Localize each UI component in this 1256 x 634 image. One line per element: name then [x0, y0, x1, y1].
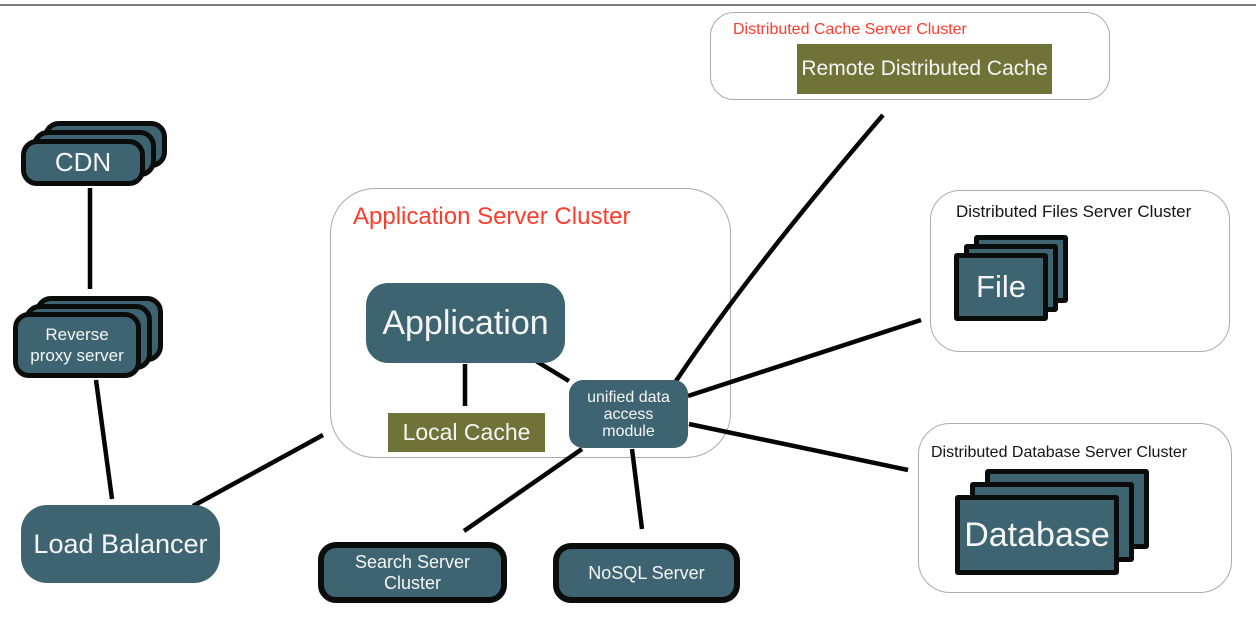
- search-server-cluster-node: Search Server Cluster: [318, 542, 507, 603]
- distributed-files-server-cluster-container: Distributed Files Server Cluster: [930, 190, 1230, 352]
- distributed-files-server-cluster-label: Distributed Files Server Cluster: [956, 202, 1192, 221]
- distributed-cache-server-cluster-label: Distributed Cache Server Cluster: [733, 21, 967, 38]
- load-balancer-node: Load Balancer: [21, 505, 220, 583]
- arrow-module-to-search-cluster: [462, 447, 584, 533]
- reverse-proxy-node: Reverse proxy server: [13, 312, 141, 378]
- cdn-node: CDN: [21, 139, 145, 186]
- file-node: File: [954, 253, 1048, 321]
- unified-data-access-module-node: unified data access module: [569, 380, 688, 448]
- arrow-load-balancer-to-app-cluster: [191, 433, 325, 508]
- remote-distributed-cache-node: Remote Distributed Cache: [797, 44, 1052, 94]
- nosql-server-node: NoSQL Server: [553, 543, 740, 603]
- file-server-stack: File: [954, 235, 1068, 321]
- database-node: Database: [955, 495, 1119, 575]
- local-cache-node: Local Cache: [388, 413, 545, 452]
- arrow-module-to-files-cluster: [687, 317, 922, 399]
- cdn-server-stack: CDN: [21, 121, 167, 186]
- arrow-application-to-unified-module: [534, 359, 571, 383]
- arrow-module-to-nosql-server: [629, 448, 645, 530]
- application-server-cluster-label: Application Server Cluster: [353, 203, 631, 230]
- arrow-reverse-proxy-to-load-balancer: [93, 379, 115, 500]
- arrow-module-to-cache-cluster: [674, 113, 885, 383]
- arrow-module-to-database-cluster: [688, 421, 909, 473]
- distributed-database-server-cluster-label: Distributed Database Server Cluster: [931, 444, 1188, 461]
- database-server-stack: Database: [955, 469, 1149, 575]
- top-divider-rule: [0, 4, 1256, 6]
- application-node: Application: [366, 283, 565, 363]
- reverse-proxy-server-stack: Reverse proxy server: [13, 296, 163, 378]
